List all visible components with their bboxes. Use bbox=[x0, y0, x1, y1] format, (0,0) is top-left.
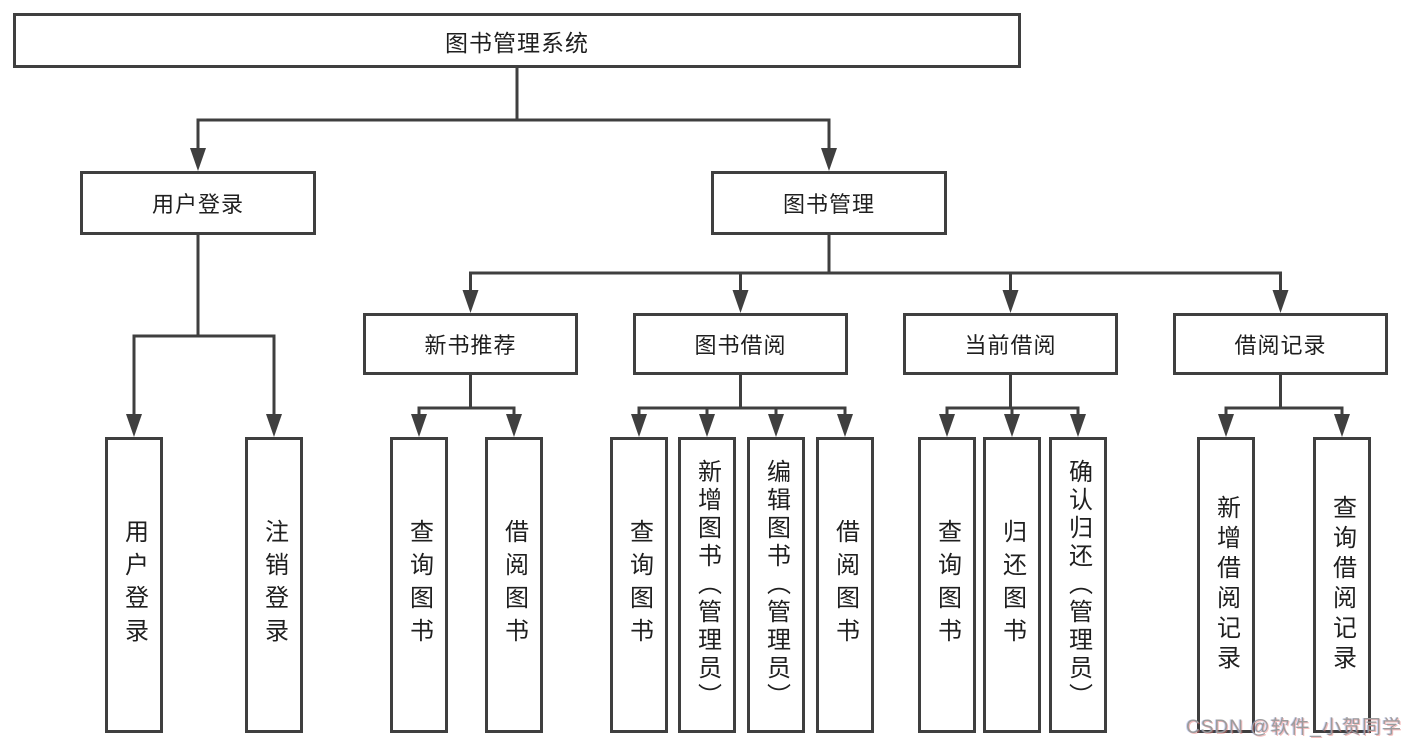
node-rec-1: 查询图书 bbox=[390, 437, 448, 733]
node-cur-2: 归还图书 bbox=[983, 437, 1041, 733]
node-recs-1: 新增借阅记录 bbox=[1197, 437, 1255, 733]
node-login-2: 注销登录 bbox=[245, 437, 303, 733]
arrowhead bbox=[266, 414, 282, 437]
arrowhead bbox=[1070, 414, 1086, 437]
node-bor-3: 编辑图书（管理员） bbox=[747, 437, 805, 733]
node-bor: 图书借阅 bbox=[633, 313, 848, 375]
arrowhead bbox=[837, 414, 853, 437]
arrowhead bbox=[699, 414, 715, 437]
node-root: 图书管理系统 bbox=[13, 13, 1021, 68]
node-cur: 当前借阅 bbox=[903, 313, 1118, 375]
arrowhead bbox=[1272, 290, 1289, 313]
arrowhead bbox=[939, 414, 955, 437]
node-recs-2: 查询借阅记录 bbox=[1313, 437, 1371, 733]
node-cur-3: 确认归还（管理员） bbox=[1049, 437, 1107, 733]
arrowhead bbox=[1218, 414, 1234, 437]
arrowhead bbox=[126, 414, 142, 437]
node-mgmt: 图书管理 bbox=[711, 171, 947, 235]
arrowhead bbox=[506, 414, 522, 437]
arrowhead bbox=[462, 290, 479, 313]
node-cur-1: 查询图书 bbox=[918, 437, 976, 733]
arrowhead bbox=[1002, 290, 1019, 313]
node-rec-2: 借阅图书 bbox=[485, 437, 543, 733]
arrowhead bbox=[1004, 414, 1020, 437]
arrowhead bbox=[411, 414, 427, 437]
node-login-1: 用户登录 bbox=[105, 437, 163, 733]
node-bor-4: 借阅图书 bbox=[816, 437, 874, 733]
arrowhead bbox=[821, 148, 837, 171]
watermark: CSDN @软件_小贺同学 bbox=[1186, 717, 1402, 738]
arrowhead bbox=[190, 148, 206, 171]
arrowhead bbox=[1334, 414, 1350, 437]
arrowhead bbox=[631, 414, 647, 437]
arrowhead bbox=[768, 414, 784, 437]
node-recs: 借阅记录 bbox=[1173, 313, 1388, 375]
arrowhead bbox=[732, 290, 749, 313]
node-bor-2: 新增图书（管理员） bbox=[678, 437, 736, 733]
node-rec: 新书推荐 bbox=[363, 313, 578, 375]
node-bor-1: 查询图书 bbox=[610, 437, 668, 733]
node-login: 用户登录 bbox=[80, 171, 316, 235]
